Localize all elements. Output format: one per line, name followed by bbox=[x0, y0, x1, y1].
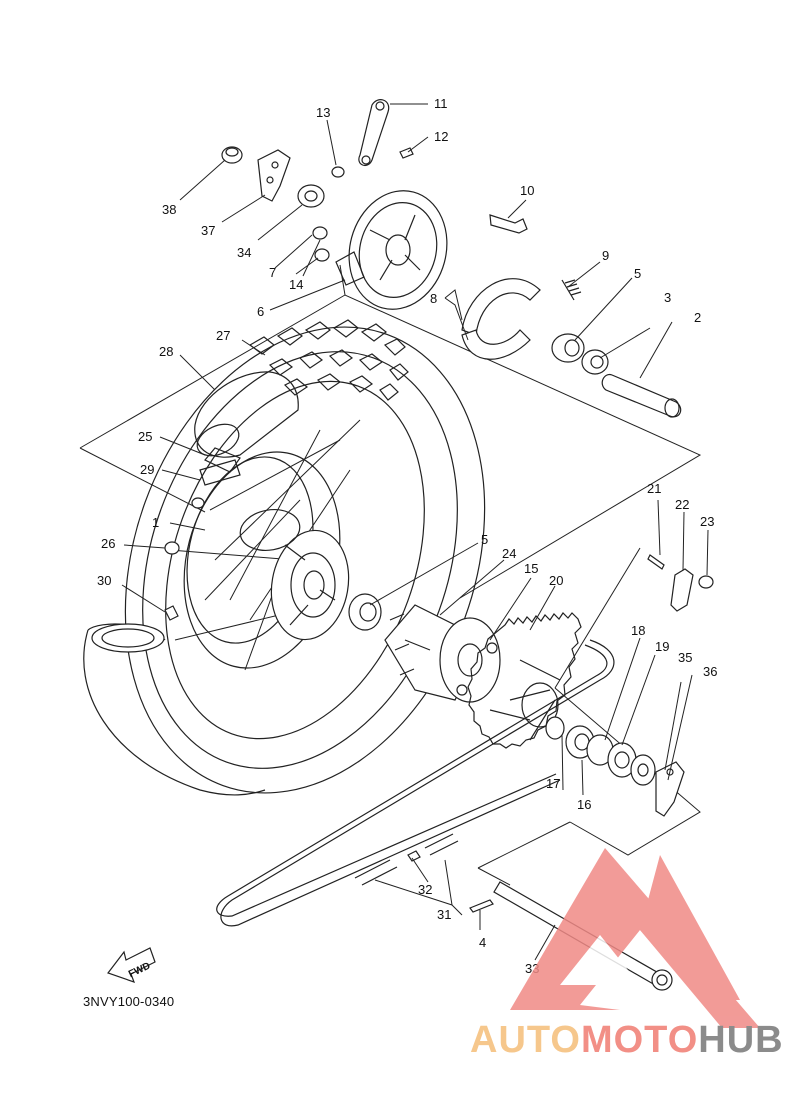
wheel-rim-hub bbox=[169, 419, 361, 671]
callout-14: 14 bbox=[289, 277, 303, 292]
callout-5-top: 5 bbox=[634, 266, 641, 281]
callout-17: 17 bbox=[546, 776, 560, 791]
callout-3: 3 bbox=[664, 290, 671, 305]
part-callouts: 1 2 3 4 5 5 6 7 8 9 10 11 12 13 14 15 16… bbox=[97, 96, 717, 976]
callout-31: 31 bbox=[437, 907, 451, 922]
camshaft-lever bbox=[358, 99, 390, 167]
callout-23: 23 bbox=[700, 514, 714, 529]
callout-34: 34 bbox=[237, 245, 251, 260]
chain-adjuster bbox=[647, 554, 714, 612]
right-side-parts bbox=[545, 716, 685, 817]
callout-24: 24 bbox=[502, 546, 516, 561]
callout-11: 11 bbox=[434, 96, 448, 111]
rear-tyre bbox=[83, 319, 486, 796]
callout-6: 6 bbox=[257, 304, 264, 319]
callout-leaders bbox=[121, 103, 709, 961]
watermark-auto: AUTO bbox=[470, 1019, 581, 1061]
drive-chain bbox=[216, 639, 615, 927]
callout-26: 26 bbox=[101, 536, 115, 551]
callout-7: 7 bbox=[269, 265, 276, 280]
callout-10: 10 bbox=[520, 183, 534, 198]
callout-8: 8 bbox=[430, 291, 437, 306]
callout-21: 21 bbox=[647, 481, 661, 496]
callout-38: 38 bbox=[162, 202, 176, 217]
watermark-moto: MOTO bbox=[581, 1019, 698, 1061]
watermark-text: AUTOMOTOHUB bbox=[470, 1019, 784, 1061]
small-bolts bbox=[164, 497, 205, 621]
callout-1: 1 bbox=[152, 515, 159, 530]
brake-shoes bbox=[461, 214, 582, 360]
callout-13: 13 bbox=[316, 105, 330, 120]
callout-29: 29 bbox=[140, 462, 154, 477]
sprocket-assembly bbox=[348, 593, 582, 749]
diagram-code: 3NVY100-0340 bbox=[83, 994, 174, 1009]
callout-9: 9 bbox=[602, 248, 609, 263]
callout-27: 27 bbox=[216, 328, 230, 343]
callout-18: 18 bbox=[631, 623, 645, 638]
callout-30: 30 bbox=[97, 573, 111, 588]
callout-19: 19 bbox=[655, 639, 669, 654]
small-parts-top bbox=[221, 146, 414, 262]
brake-shoe-plate bbox=[335, 190, 448, 310]
callout-32: 32 bbox=[418, 882, 432, 897]
callout-4: 4 bbox=[479, 935, 486, 950]
forward-arrow: FWD bbox=[107, 947, 156, 983]
inner-tube bbox=[194, 371, 299, 486]
callout-25: 25 bbox=[138, 429, 152, 444]
callout-36: 36 bbox=[703, 664, 717, 679]
callout-35: 35 bbox=[678, 650, 692, 665]
callout-15: 15 bbox=[524, 561, 538, 576]
callout-16: 16 bbox=[577, 797, 591, 812]
callout-37: 37 bbox=[201, 223, 215, 238]
callout-5-bottom: 5 bbox=[481, 532, 488, 547]
callout-2: 2 bbox=[694, 310, 701, 325]
bearing-seal-spacer bbox=[551, 333, 682, 418]
callout-28: 28 bbox=[159, 344, 173, 359]
watermark-logo-icon bbox=[510, 848, 760, 1028]
callout-22: 22 bbox=[675, 497, 689, 512]
callout-20: 20 bbox=[549, 573, 563, 588]
watermark-hub: HUB bbox=[698, 1019, 783, 1061]
callout-12: 12 bbox=[434, 129, 448, 144]
